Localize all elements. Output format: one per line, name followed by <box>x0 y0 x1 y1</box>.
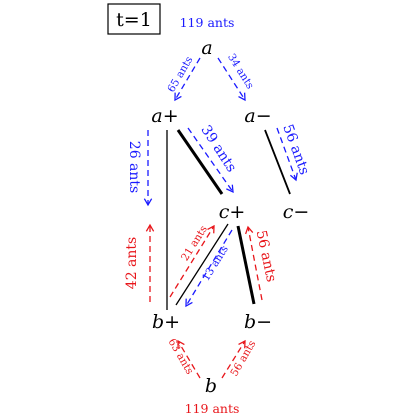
node-a-minus: a− <box>244 105 271 127</box>
flow-arrow-cplus-bplus <box>185 229 233 308</box>
edge-cplus-bminus <box>236 225 256 305</box>
node-c-minus: c− <box>283 201 310 223</box>
node-a-plus: a+ <box>151 105 178 127</box>
flow-arrow-aplus-cplus <box>187 127 234 194</box>
flow-arrow-bminus-cplus <box>245 225 263 301</box>
flow-label-a-aminus: 34 ants <box>225 52 256 92</box>
flow-arrow-a-aminus <box>217 57 246 102</box>
node-b: b <box>205 375 217 397</box>
node-c-plus: c+ <box>219 201 246 223</box>
flow-label-bplus-up: 42 ants <box>124 237 140 289</box>
node-b-plus: b+ <box>152 311 180 333</box>
flow-label-bplus-cplus: 21 ants <box>179 224 210 264</box>
flow-label-b-bminus: 56 ants <box>228 338 258 378</box>
flow-label-aplus-down: 26 ants <box>126 141 142 193</box>
flow-label-cplus-bplus: 13 ants <box>200 244 231 284</box>
edge-aplus-cplus <box>176 129 224 195</box>
edge-bplus-cplus <box>175 223 229 306</box>
flow-label-a-aplus: 65 ants <box>165 54 195 94</box>
flow-arrow-bplus-cplus <box>169 224 215 298</box>
bottom-total-label: 119 ants <box>185 401 240 416</box>
node-b-minus: b− <box>244 311 272 333</box>
flow-label-b-bplus: 63 ants <box>166 336 196 376</box>
flow-arrow-b-bminus <box>221 339 246 379</box>
edge-aminus-cminus <box>264 129 291 195</box>
flow-arrow-b-bplus <box>177 339 201 379</box>
flow-arrow-a-aplus <box>174 57 201 102</box>
node-a: a <box>201 37 212 59</box>
time-box <box>107 3 161 35</box>
time-label: t=1 <box>116 9 152 31</box>
top-total-label: 119 ants <box>180 15 235 30</box>
